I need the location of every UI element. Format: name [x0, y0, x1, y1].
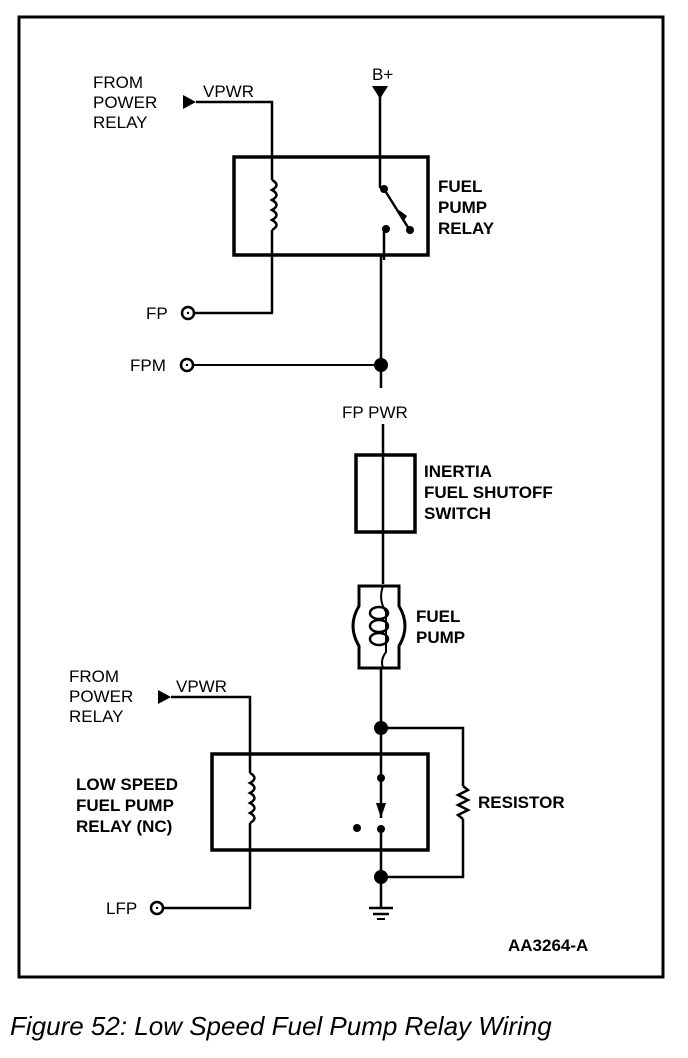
fpm-terminal: FPM	[130, 356, 388, 375]
inertia-switch-box	[354, 453, 417, 534]
resistor-bypass-upper-wire	[381, 726, 465, 786]
resistor: RESISTOR	[455, 785, 565, 820]
fuel-pump-label-2: PUMP	[416, 628, 465, 647]
fuel-pump: FUEL PUMP	[351, 584, 465, 670]
figure-caption: Figure 52: Low Speed Fuel Pump Relay Wir…	[10, 1011, 552, 1041]
low-speed-relay-label-1: LOW SPEED	[76, 775, 178, 794]
fuel-pump-relay-label-2: PUMP	[438, 198, 487, 217]
switch-contact-open	[406, 226, 414, 234]
vpwr-wire-bottom	[171, 695, 252, 773]
resistor-icon	[455, 785, 471, 820]
vpwr-label-bottom: VPWR	[176, 677, 227, 696]
bottom-power-source: FROM POWER RELAY VPWR	[69, 667, 252, 773]
fuel-pump-wire-through	[380, 585, 387, 669]
fp-terminal: FP	[146, 304, 273, 323]
inertia-switch-label-1: INERTIA	[424, 462, 492, 481]
from-power-relay-2-line2: POWER	[69, 687, 133, 706]
inertia-switch: INERTIA FUEL SHUTOFF SWITCH	[354, 453, 553, 534]
battery-label: B+	[372, 65, 393, 84]
lfp-terminal: LFP	[106, 899, 251, 918]
resistor-label: RESISTOR	[478, 793, 565, 812]
switch-arm-icon	[382, 188, 411, 230]
fp-terminal-label: FP	[146, 304, 168, 323]
lower-junction-dot	[374, 870, 388, 884]
low-speed-relay-label-3: RELAY (NC)	[76, 817, 172, 836]
fpm-junction-dot	[374, 358, 388, 372]
fuel-pump-label-1: FUEL	[416, 607, 460, 626]
inertia-switch-label-3: SWITCH	[424, 504, 491, 523]
lfp-terminal-center	[155, 906, 159, 910]
vpwr-arrow-icon	[183, 95, 196, 109]
inertia-switch-label-2: FUEL SHUTOFF	[424, 483, 553, 502]
ls-switch-contact-open	[353, 824, 361, 832]
vpwr-wire-top	[196, 100, 274, 180]
drawing-id: AA3264-A	[508, 936, 588, 955]
fuel-pump-relay-label-3: RELAY	[438, 219, 495, 238]
fuel-pump-motor-icon	[351, 584, 407, 670]
low-speed-relay-coil-icon	[247, 771, 256, 825]
battery-positive: B+	[372, 65, 393, 99]
fuel-pump-relay-label-1: FUEL	[438, 177, 482, 196]
relay-coil-icon	[269, 178, 278, 232]
low-speed-relay-label-2: FUEL PUMP	[76, 796, 174, 815]
fp-terminal-center	[186, 311, 190, 315]
from-power-relay-line1: FROM	[93, 73, 143, 92]
fuel-pump-relay-box	[232, 155, 430, 257]
from-power-relay-line2: POWER	[93, 93, 157, 112]
lfp-terminal-label: LFP	[106, 899, 137, 918]
fpm-terminal-label: FPM	[130, 356, 166, 375]
fuel-pump-relay: FUEL PUMP RELAY	[232, 155, 495, 313]
vpwr-arrow-icon-2	[158, 690, 171, 704]
from-power-relay-2-line1: FROM	[69, 667, 119, 686]
fpm-terminal-center	[185, 363, 189, 367]
resistor-bypass-lower-wire	[381, 819, 465, 879]
from-power-relay-line3: RELAY	[93, 113, 148, 132]
from-power-relay-2-line3: RELAY	[69, 707, 124, 726]
low-speed-relay-box	[210, 752, 430, 852]
switch-arm-tip	[399, 210, 407, 222]
top-power-source: FROM POWER RELAY VPWR	[93, 73, 274, 180]
vpwr-label-top: VPWR	[203, 82, 254, 101]
ground-icon	[369, 906, 393, 920]
fp-pwr-label: FP PWR	[342, 403, 408, 422]
ls-switch-arm-tip	[376, 803, 386, 818]
low-speed-fuel-pump-relay: LOW SPEED FUEL PUMP RELAY (NC)	[76, 728, 430, 909]
diagram-frame	[17, 15, 665, 979]
pump-coil-loop-3	[368, 631, 390, 647]
